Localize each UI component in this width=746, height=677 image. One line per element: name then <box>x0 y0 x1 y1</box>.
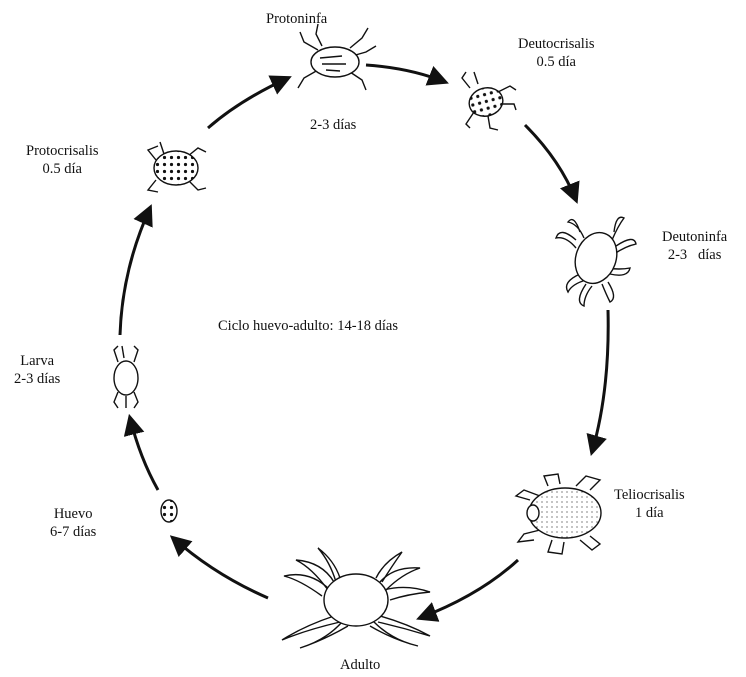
arrow-deutoninfa-to-teliocrisalis <box>592 310 608 452</box>
arrow-teliocrisalis-to-adulto <box>420 560 518 618</box>
stage-name: Deutoninfa <box>662 228 727 246</box>
cycle-summary-label: Ciclo huevo-adulto: 14-18 días <box>218 318 398 335</box>
stage-label-adulto: Adulto <box>340 656 380 674</box>
arrow-protoninfa-to-deutocrisalis <box>366 65 445 82</box>
stage-name: Deutocrisalis <box>518 35 595 53</box>
stage-name: Larva <box>14 352 60 370</box>
stage-name: Huevo <box>50 505 96 523</box>
stage-label-teliocrisalis: Teliocrisalis 1 día <box>614 486 685 522</box>
arrow-larva-to-protocrisalis <box>120 208 150 335</box>
arrow-adulto-to-huevo <box>173 538 268 598</box>
stage-duration: 1 día <box>614 504 685 522</box>
stage-label-protocrisalis: Protocrisalis 0.5 día <box>26 142 99 178</box>
deutoninfa-mite <box>556 217 636 306</box>
stage-label-deutocrisalis: Deutocrisalis 0.5 día <box>518 35 595 71</box>
stage-label-huevo: Huevo 6-7 días <box>50 505 96 541</box>
stage-name: Teliocrisalis <box>614 486 685 504</box>
deutocrisalis-mite <box>462 72 516 130</box>
larva-mite <box>114 346 138 408</box>
protoninfa-mite <box>298 24 376 90</box>
stage-duration-protoninfa: 2-3 días <box>310 116 356 134</box>
adulto-mite <box>282 548 430 648</box>
stage-duration: 2-3 días <box>310 116 356 134</box>
stage-name: Adulto <box>340 656 380 674</box>
stage-duration: 0.5 día <box>26 160 99 178</box>
arrow-protocrisalis-to-protoninfa <box>208 78 288 128</box>
stage-duration: 0.5 día <box>518 53 595 71</box>
arrow-huevo-to-larva <box>130 418 158 490</box>
stage-label-protoninfa: Protoninfa <box>266 10 327 28</box>
stage-duration: 6-7 días <box>50 523 96 541</box>
stage-label-deutoninfa: Deutoninfa 2-3 días <box>662 228 727 264</box>
protocrisalis-mite <box>148 142 206 192</box>
stage-duration: 2-3 días <box>14 370 60 388</box>
teliocrisalis-mite <box>516 474 601 554</box>
arrow-deutocrisalis-to-deutoninfa <box>525 125 576 200</box>
stage-name: Protoninfa <box>266 10 327 28</box>
stage-duration: 2-3 días <box>662 246 727 264</box>
cycle-arrows <box>120 65 608 618</box>
huevo-egg <box>161 500 177 522</box>
stage-label-larva: Larva 2-3 días <box>14 352 60 388</box>
stage-name: Protocrisalis <box>26 142 99 160</box>
